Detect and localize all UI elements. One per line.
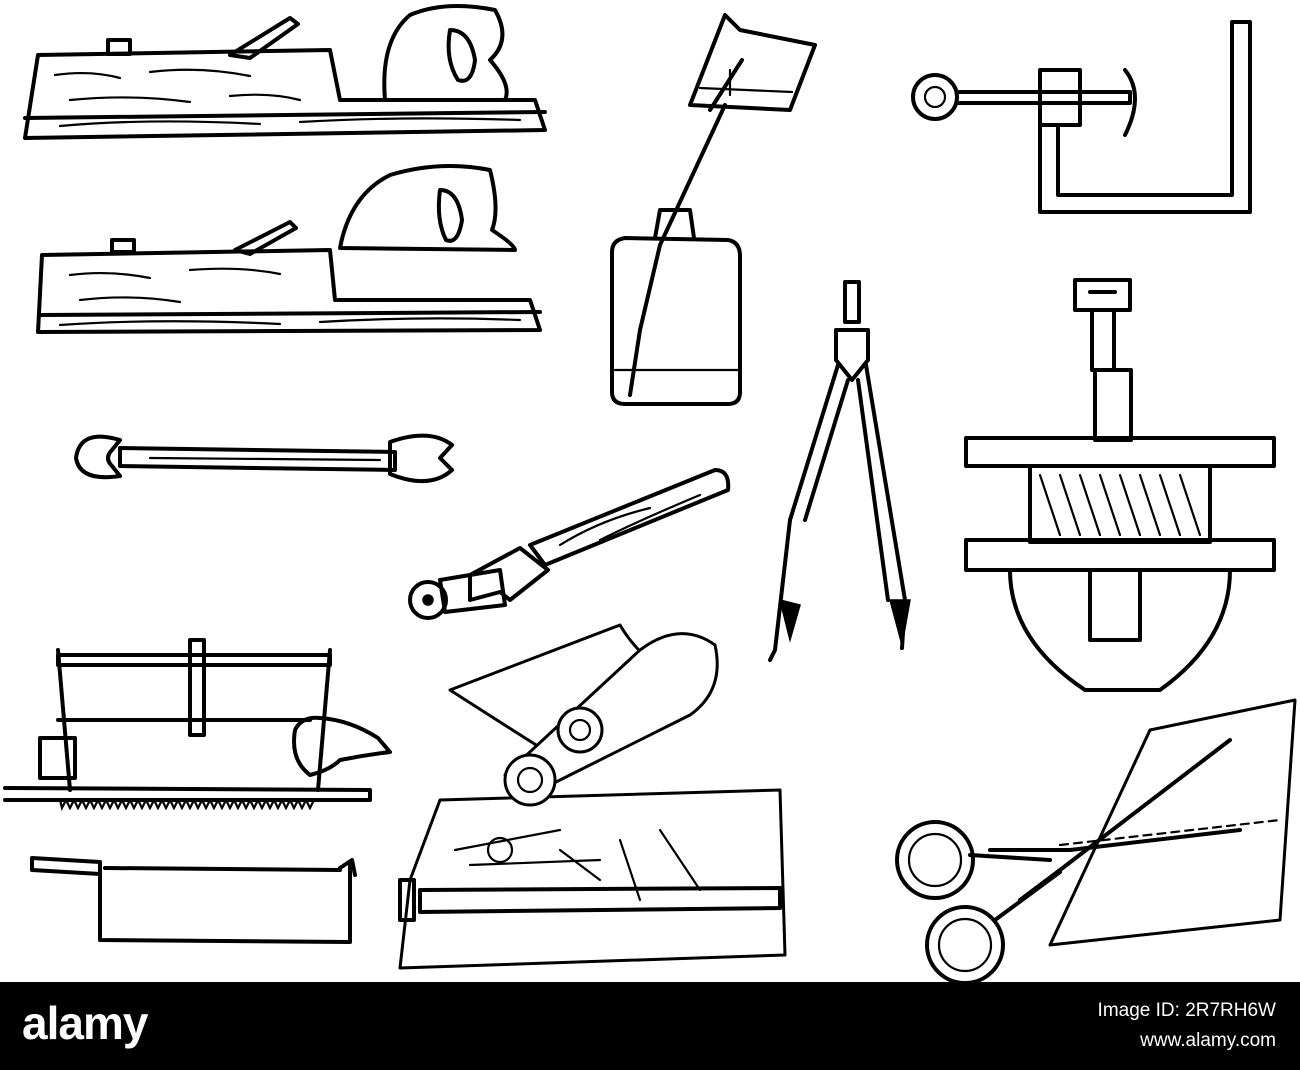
site-url: www.alamy.com (1140, 1030, 1276, 1051)
brand-logo: alamy (22, 997, 148, 1049)
bow-saw (3, 638, 392, 812)
wood-plane-upper (23, 4, 547, 140)
c-clamp (911, 20, 1252, 214)
hacksaw (30, 856, 357, 944)
wrench (74, 433, 454, 484)
screw-press (964, 278, 1276, 692)
glue-bottle (610, 13, 817, 406)
drawing-compass (768, 280, 911, 662)
scissors-paper (895, 698, 1297, 982)
watermark-footer: alamy Image ID: 2R7RH6W www.alamy.com (0, 982, 1300, 1070)
tools-illustration (3, 4, 1297, 982)
wood-plane-lower (36, 164, 542, 334)
drawing-board (398, 788, 787, 970)
footer-meta: Image ID: 2R7RH6W www.alamy.com (1098, 996, 1276, 1056)
glass-cutter (408, 468, 731, 620)
rolled-drawings (448, 623, 719, 807)
image-id-label: Image ID: 2R7RH6W (1097, 1000, 1276, 1021)
